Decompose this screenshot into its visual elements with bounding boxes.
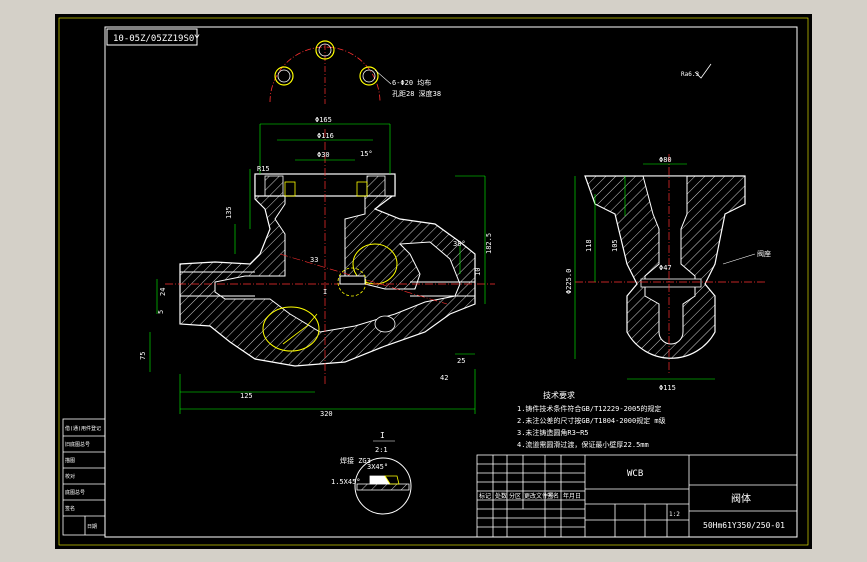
detail-ref: I	[323, 288, 327, 296]
scale: 1:2	[669, 511, 680, 518]
dimension-lines	[149, 123, 486, 414]
drawing-number: 50Hm61Y350/250-01	[703, 521, 785, 530]
svg-text:R15: R15	[257, 165, 270, 173]
part-name: 阀体	[731, 492, 751, 505]
svg-text:签名: 签名	[65, 505, 75, 512]
svg-text:5: 5	[157, 310, 165, 314]
tech-requirements: 技术要求 1.铸件技术条件符合GB/T12229-2005的规定 2.未注公差的…	[517, 390, 666, 449]
tech-item-2: 2.未注公差的尺寸按GB/T1804-2000规定 m级	[517, 416, 666, 425]
cad-drawing: 10-05Z/05ZZ19S0Y 6-Φ20 均布 孔距28 深度38 Ra6.…	[58, 17, 809, 546]
detail-scale: 2:1	[375, 446, 388, 454]
svg-text:日期: 日期	[87, 524, 97, 530]
main-view: I	[165, 129, 495, 384]
roughness-mark: Ra6.3	[681, 63, 712, 79]
material: WCB	[627, 469, 643, 479]
detail-chamfer2: 1.5X45°	[331, 478, 361, 486]
svg-text:125: 125	[240, 392, 253, 400]
tech-item-3: 3.未注铸造圆角R3~R5	[517, 428, 589, 437]
tech-title: 技术要求	[543, 390, 575, 400]
svg-text:标记: 标记	[479, 492, 491, 500]
svg-text:42: 42	[440, 374, 448, 382]
svg-text:10: 10	[474, 268, 482, 276]
code-box-text: 10-05Z/05ZZ19S0Y	[113, 34, 200, 44]
svg-text:更改文件号: 更改文件号	[524, 492, 554, 500]
left-strip-labels: 借(通)用件登记 旧底图总号 描图 校对 底图总号 签名 日期	[65, 425, 101, 530]
drawing-canvas[interactable]: 10-05Z/05ZZ19S0Y 6-Φ20 均布 孔距28 深度38 Ra6.…	[55, 14, 812, 549]
tech-item-1: 1.铸件技术条件符合GB/T12229-2005的规定	[517, 404, 661, 413]
svg-text:Φ165: Φ165	[315, 116, 332, 124]
svg-text:75: 75	[139, 352, 147, 360]
svg-text:Φ225.0: Φ225.0	[565, 269, 573, 294]
svg-text:38°: 38°	[453, 240, 466, 248]
bolt-note-2: 孔距28 深度38	[392, 89, 441, 98]
svg-text:33: 33	[310, 256, 318, 264]
detail-chamfer1: 3X45°	[367, 463, 388, 471]
inner-frame	[104, 26, 798, 538]
svg-text:底图总号: 底图总号	[65, 489, 85, 496]
svg-text:校对: 校对	[65, 473, 75, 480]
title-block-labels: 标记 处数 分区 更改文件号 签名 年月日	[479, 492, 581, 500]
svg-text:15°: 15°	[360, 150, 373, 158]
detail-title: I	[380, 431, 385, 440]
svg-text:处数: 处数	[495, 492, 507, 500]
tech-item-4: 4.流道需圆滑过渡，保证最小壁厚22.5mm	[517, 440, 649, 449]
svg-text:182.5: 182.5	[485, 233, 493, 254]
svg-text:Φ30: Φ30	[317, 151, 330, 159]
svg-text:320: 320	[320, 410, 333, 418]
svg-text:Ra6.3: Ra6.3	[681, 71, 699, 78]
bolt-note-1: 6-Φ20 均布	[392, 78, 431, 87]
bolt-circle-view: 6-Φ20 均布 孔距28 深度38	[269, 40, 441, 104]
svg-text:描图: 描图	[65, 457, 75, 464]
side-view	[574, 154, 765, 380]
left-strip	[62, 418, 106, 536]
svg-text:Φ115: Φ115	[659, 384, 676, 392]
code-box	[106, 28, 198, 46]
svg-text:Φ116: Φ116	[317, 132, 334, 140]
svg-text:135: 135	[225, 206, 233, 219]
svg-text:借(通)用件登记: 借(通)用件登记	[65, 425, 101, 432]
valve-seat-label: 阀座	[757, 249, 771, 258]
title-block	[476, 454, 798, 538]
detail-weld: 焊接 ZG3	[340, 456, 371, 465]
svg-text:分区: 分区	[509, 492, 521, 500]
svg-text:Φ80: Φ80	[659, 156, 672, 164]
detail-view: I 2:1 焊接 ZG3 3X45° 1.5X45°	[331, 431, 412, 515]
svg-text:签名: 签名	[547, 492, 559, 500]
svg-text:24: 24	[159, 288, 167, 296]
svg-text:25: 25	[457, 357, 465, 365]
svg-text:118: 118	[585, 239, 593, 252]
svg-text:年月日: 年月日	[563, 492, 581, 500]
svg-text:105: 105	[611, 239, 619, 252]
svg-text:旧底图总号: 旧底图总号	[65, 441, 90, 448]
side-dimension-texts: Φ80 Φ47 Φ225.0 118 105 Φ115 阀座	[565, 156, 771, 392]
svg-text:Φ47: Φ47	[659, 264, 672, 272]
outer-frame	[58, 17, 809, 546]
dimension-texts: Φ165 Φ116 Φ30 15° R15 38° 182.5 320 125 …	[139, 116, 493, 418]
